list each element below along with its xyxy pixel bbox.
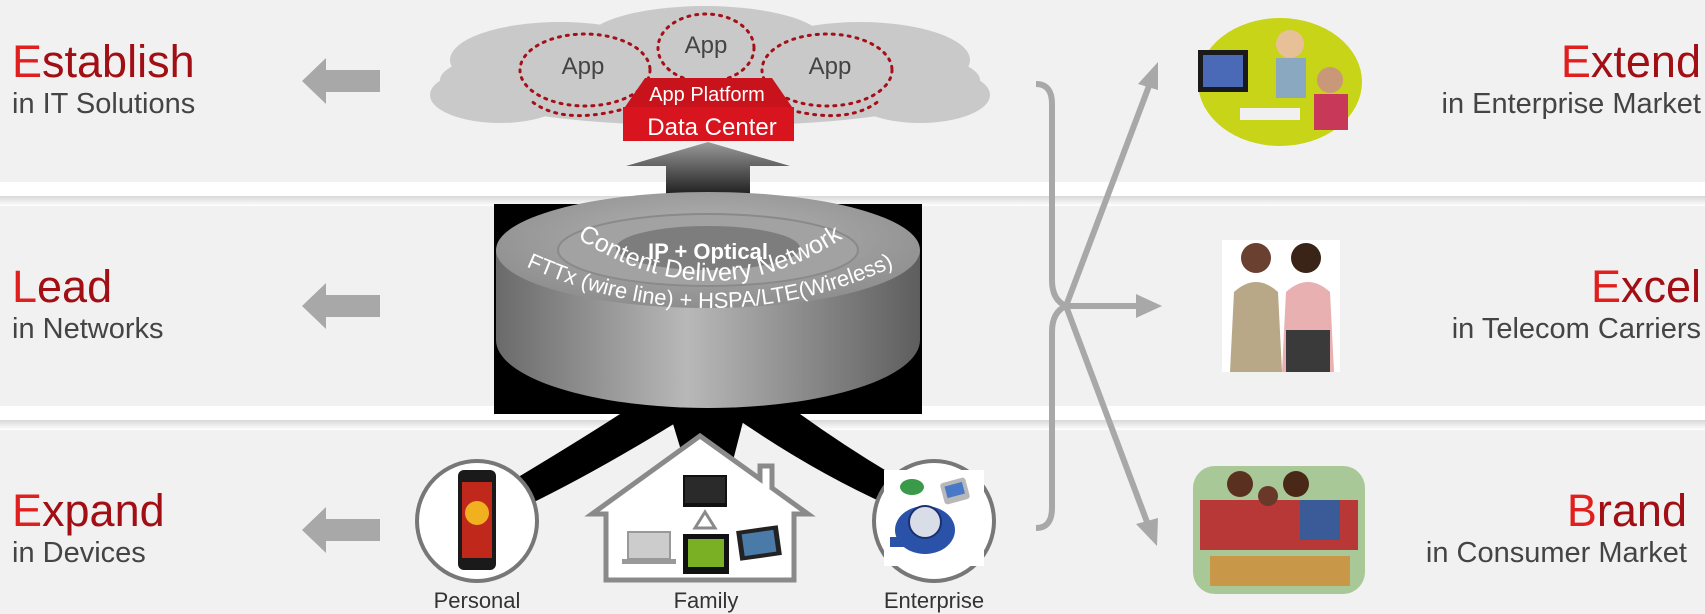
up-arrow-icon [626, 142, 790, 208]
office-photo [1198, 18, 1362, 146]
smartphone-icon [458, 470, 496, 570]
band-divider [0, 196, 1705, 206]
left-arrow-icon [302, 283, 380, 329]
device-caption: Family [674, 588, 739, 613]
data-center-label: Data Center [647, 114, 776, 141]
app-label: App [562, 53, 605, 80]
app-platform-label: App Platform [649, 84, 765, 106]
label-subtitle: in Devices [12, 537, 146, 569]
app-label: App [685, 32, 728, 59]
expand-label: Expand in Devices [12, 486, 165, 570]
telecom-photo [1222, 240, 1340, 372]
label-word: xtend [1590, 36, 1701, 87]
extend-label: Extend in Enterprise Market [1442, 37, 1702, 121]
water-meter-icon [884, 470, 984, 566]
data-center-block [623, 107, 794, 141]
label-word: ead [37, 261, 113, 312]
label-initial: E [12, 485, 43, 536]
lead-label: Lead in Networks [12, 262, 164, 346]
left-arrow-icon [302, 507, 380, 553]
bracket-shape [1035, 81, 1074, 531]
family-photo [1193, 466, 1365, 594]
device-caption: Personal [434, 588, 521, 613]
left-arrow-icon [302, 58, 380, 104]
app-label: App [809, 53, 852, 80]
family-devices-icon [622, 475, 782, 574]
label-subtitle: in Consumer Market [1425, 537, 1687, 569]
network-core-label: IP + Optical [648, 239, 768, 264]
excel-label: Excel in Telecom Carriers [1452, 262, 1701, 346]
label-subtitle: in IT Solutions [12, 88, 196, 120]
label-initial: L [12, 261, 38, 312]
brand-label: Brand in Consumer Market [1426, 486, 1687, 570]
establish-label: Establish in IT Solutions [12, 37, 195, 121]
label-subtitle: in Enterprise Market [1441, 88, 1702, 120]
data-center-roof [625, 78, 792, 107]
label-initial: E [12, 36, 43, 87]
network-core [616, 226, 800, 270]
label-initial: E [1590, 261, 1621, 312]
label-initial: E [1560, 36, 1591, 87]
device-caption: Enterprise [884, 588, 984, 613]
label-initial: B [1566, 485, 1597, 536]
label-word: xpand [42, 485, 165, 536]
label-subtitle: in Telecom Carriers [1451, 313, 1701, 345]
right-arrows [1063, 62, 1162, 546]
label-word: rand [1596, 485, 1687, 536]
band-divider [0, 420, 1705, 430]
label-word: xcel [1620, 261, 1701, 312]
label-subtitle: in Networks [12, 313, 164, 345]
label-word: stablish [42, 36, 195, 87]
